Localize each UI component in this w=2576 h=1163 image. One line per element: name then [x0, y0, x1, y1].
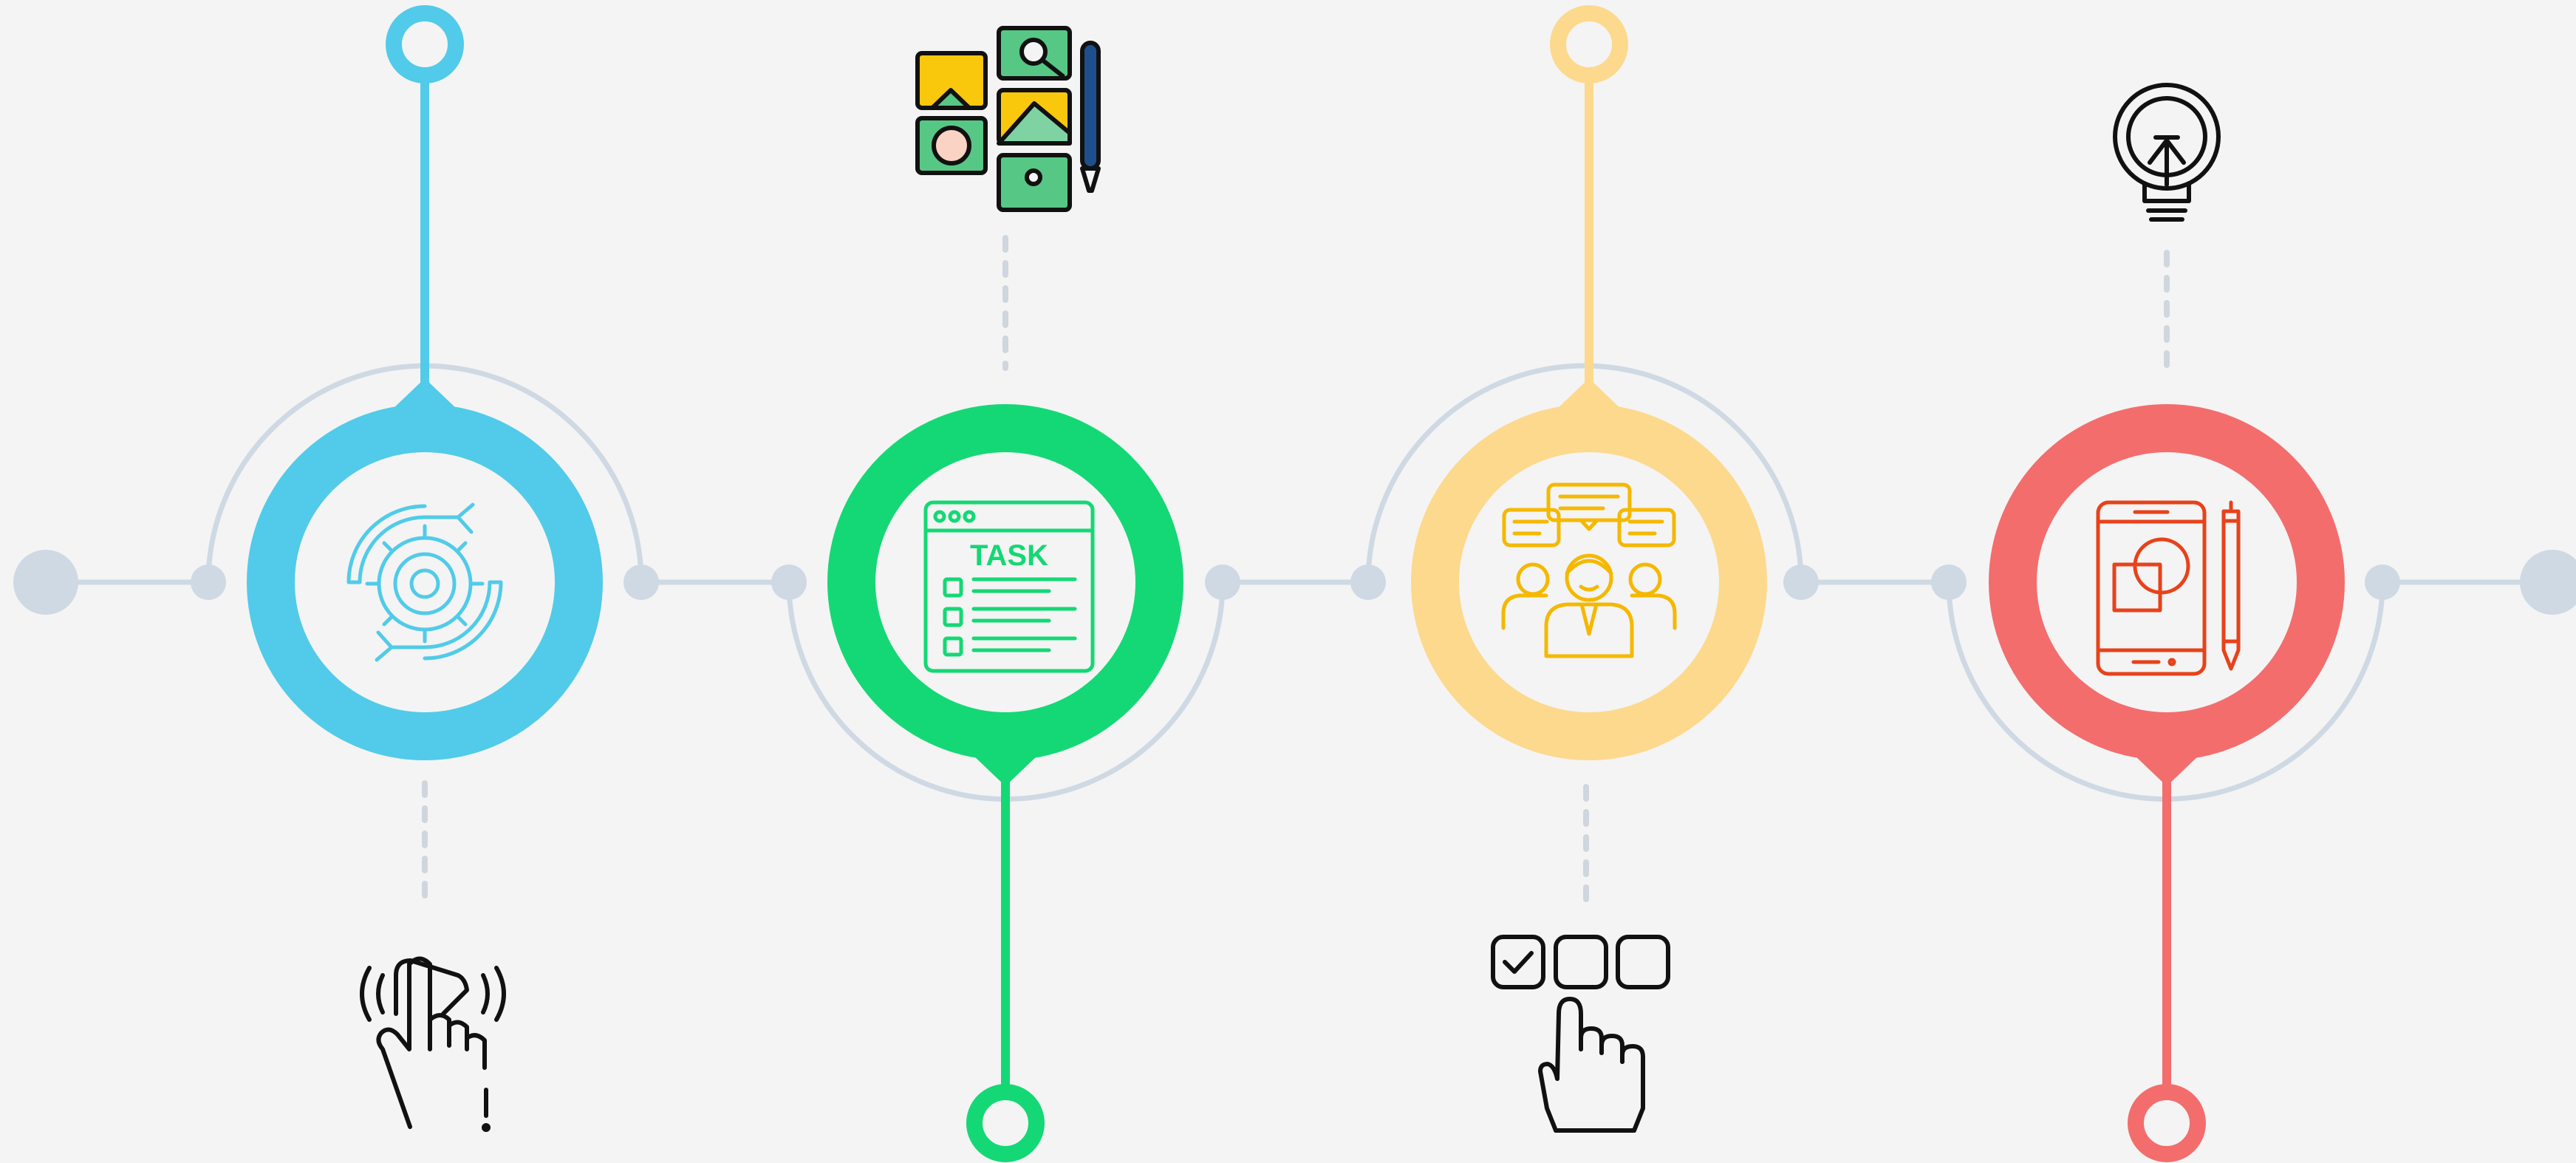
step-1-pin-tip	[392, 378, 458, 410]
task-checklist-icon: TASK	[923, 500, 1095, 673]
step-1-arc-node-right	[623, 565, 659, 600]
design-gallery-icon	[915, 26, 1101, 212]
timeline-end-dot	[2520, 550, 2576, 615]
step-4-arc-node-left	[1931, 565, 1967, 600]
step-4-pin-tip	[2133, 754, 2200, 786]
timeline-start-dot	[13, 550, 78, 615]
step-4-arc-node-right	[2365, 565, 2400, 600]
step-2-arc-node-left	[771, 565, 807, 600]
step-3-arc-node-left	[1350, 565, 1386, 600]
step-3-inner	[1459, 452, 1719, 712]
step-3-pin-tip	[1556, 378, 1622, 410]
step-2: TASK	[771, 26, 1240, 1162]
step-2-arc-node-right	[1205, 565, 1240, 600]
process-gear-cycle-icon	[346, 502, 503, 662]
task-label: TASK	[970, 539, 1048, 572]
step-4-inner	[2037, 452, 2297, 712]
step-3	[1350, 5, 1819, 1133]
step-1-stem-ring	[386, 5, 464, 83]
touch-gesture-icon	[360, 956, 506, 1132]
step-1	[191, 5, 659, 1132]
step-2-stem-ring	[966, 1084, 1045, 1162]
step-4	[1931, 83, 2400, 1162]
step-4-stem-ring	[2128, 1084, 2206, 1162]
mobile-design-icon	[2096, 500, 2241, 676]
select-option-hand-icon	[1491, 935, 1670, 1133]
team-discussion-icon	[1501, 482, 1677, 658]
lightbulb-idea-icon	[2113, 83, 2221, 222]
step-1-inner	[295, 452, 555, 712]
step-3-stem-ring	[1550, 5, 1628, 83]
step-3-arc-node-right	[1783, 565, 1819, 600]
step-2-pin-tip	[972, 754, 1039, 786]
step-1-arc-node-left	[191, 565, 226, 600]
step-2-inner	[875, 452, 1135, 712]
